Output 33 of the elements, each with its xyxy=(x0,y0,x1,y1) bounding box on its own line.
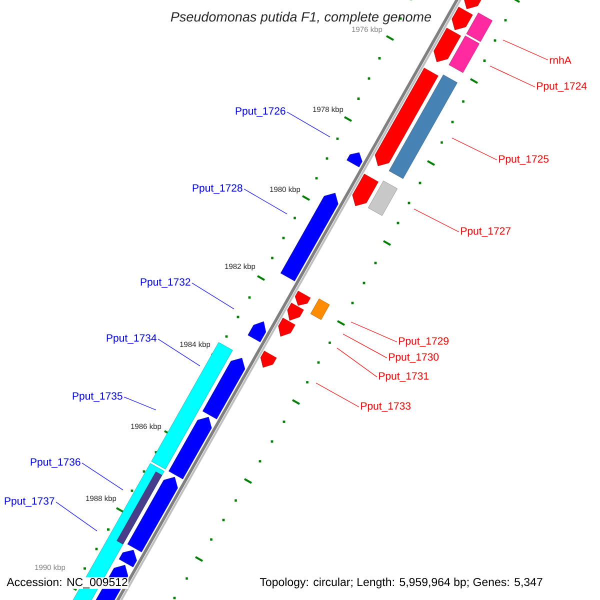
gene-label: Pput_1735 xyxy=(72,392,122,402)
title: Pseudomonas putida F1, complete genome xyxy=(170,12,432,24)
gene-label: Pput_1729 xyxy=(399,337,448,347)
leader-line xyxy=(490,66,536,88)
gene-label: Pput_1732 xyxy=(140,278,190,288)
leader-line xyxy=(56,502,98,532)
gene-label: Pput_1728 xyxy=(192,184,242,194)
leader-line xyxy=(452,138,498,160)
gene-label: Pput_1731 xyxy=(379,372,428,382)
gene-label: Pput_1737 xyxy=(4,497,54,507)
gene-label: Pput_1734 xyxy=(106,334,156,344)
leader-line xyxy=(192,282,234,310)
leader-line xyxy=(244,188,288,214)
leader-line xyxy=(286,112,330,138)
info-text: Accession: NC_009512 xyxy=(6,577,128,589)
leader-line xyxy=(158,338,200,366)
gene-label: Pput_1726 xyxy=(236,107,286,117)
gene-label: Pput_1727 xyxy=(461,227,510,237)
leader-line xyxy=(336,348,378,378)
gene-label: Pput_1733 xyxy=(361,402,411,412)
leader-line xyxy=(342,334,388,358)
gene-label: rnhA xyxy=(550,56,572,64)
leader-line xyxy=(316,382,360,408)
gene-label: Pput_1725 xyxy=(499,155,549,165)
gene-label: Pput_1730 xyxy=(389,353,439,363)
leader-line xyxy=(350,322,398,342)
leader-line xyxy=(82,462,124,490)
info-text: Topology: circular; Length: 5,959,964 bp; Genes: 5,347 xyxy=(259,577,544,589)
leader-line xyxy=(124,396,156,410)
leader-line xyxy=(502,40,548,60)
gene-label: Pput_1724 xyxy=(537,82,587,92)
gene-label: Pput_1736 xyxy=(30,458,80,468)
leader-line xyxy=(414,208,460,232)
